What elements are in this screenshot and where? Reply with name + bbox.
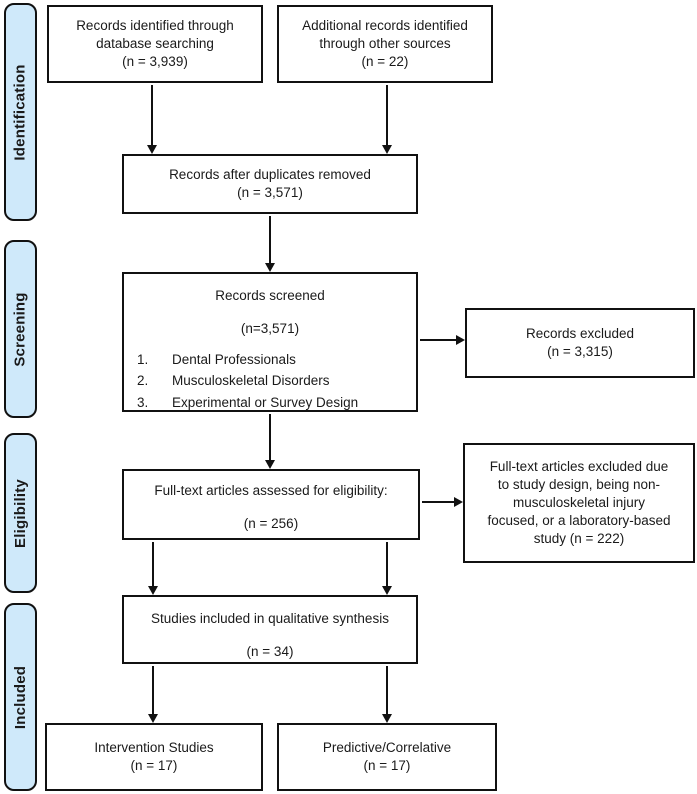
stage-chip-screening: Screening (4, 240, 37, 418)
fulltext-assessed-title: Full-text articles assessed for eligibil… (154, 483, 388, 498)
screening-criteria-list: 1. Dental Professionals 2. Musculoskelet… (124, 351, 416, 416)
criteria-item: 3. Experimental or Survey Design (124, 394, 416, 412)
stage-chip-eligibility: Eligibility (4, 433, 37, 593)
criteria-number: 2. (137, 373, 149, 389)
stage-chip-identification: Identification (4, 3, 37, 221)
box-qualitative-synthesis: Studies included in qualitative synthesi… (122, 595, 418, 664)
box-records-after-duplicates: Records after duplicates removed (n = 3,… (122, 154, 418, 214)
arrow-othersources-to-duplicates (382, 85, 392, 154)
arrow-qualitative-to-intervention (148, 666, 158, 723)
criteria-item: 2. Musculoskeletal Disorders (124, 372, 416, 390)
criteria-number: 3. (137, 395, 149, 411)
criteria-item: 1. Dental Professionals (124, 351, 416, 369)
stage-label-included: Included (12, 665, 29, 729)
records-screened-title: Records screened (215, 288, 325, 303)
criteria-number: 1. (137, 351, 149, 367)
fulltext-assessed-count: (n = 256) (243, 515, 299, 531)
arrow-fulltext-to-ftexcluded (422, 497, 463, 507)
box-records-identified-other-sources: Additional records identified through ot… (277, 5, 493, 83)
box-intervention-studies: Intervention Studies (n = 17) (45, 723, 263, 791)
criteria-text: Experimental or Survey Design (172, 395, 359, 411)
box-predictive-correlative: Predictive/Correlative (n = 17) (277, 723, 497, 791)
stage-label-identification: Identification (12, 63, 30, 161)
criteria-text: Musculoskeletal Disorders (172, 373, 330, 389)
arrow-database-to-duplicates (147, 85, 157, 154)
arrow-duplicates-to-screened (265, 216, 275, 272)
arrow-fulltext-to-qualitative-left (148, 542, 158, 595)
box-fulltext-assessed: Full-text articles assessed for eligibil… (122, 469, 420, 540)
box-fulltext-excluded: Full-text articles excluded due to study… (463, 443, 695, 563)
arrow-fulltext-to-qualitative-right (382, 542, 392, 595)
stage-chip-included: Included (4, 603, 37, 791)
arrow-screened-to-excluded (420, 335, 465, 345)
box-records-excluded: Records excluded (n = 3,315) (465, 308, 695, 378)
box-records-screened: Records screened (n=3,571) 1. Dental Pro… (122, 272, 418, 412)
qualitative-title: Studies included in qualitative synthesi… (151, 611, 389, 626)
arrow-screened-to-fulltext (265, 414, 275, 469)
qualitative-count: (n = 34) (246, 643, 294, 659)
records-screened-count: (n=3,571) (240, 320, 300, 336)
stage-label-eligibility: Eligibility (12, 478, 29, 548)
box-records-identified-database: Records identified through database sear… (47, 5, 263, 83)
arrow-qualitative-to-predictive (382, 666, 392, 723)
criteria-text: Dental Professionals (172, 351, 296, 367)
stage-label-screening: Screening (12, 291, 30, 367)
